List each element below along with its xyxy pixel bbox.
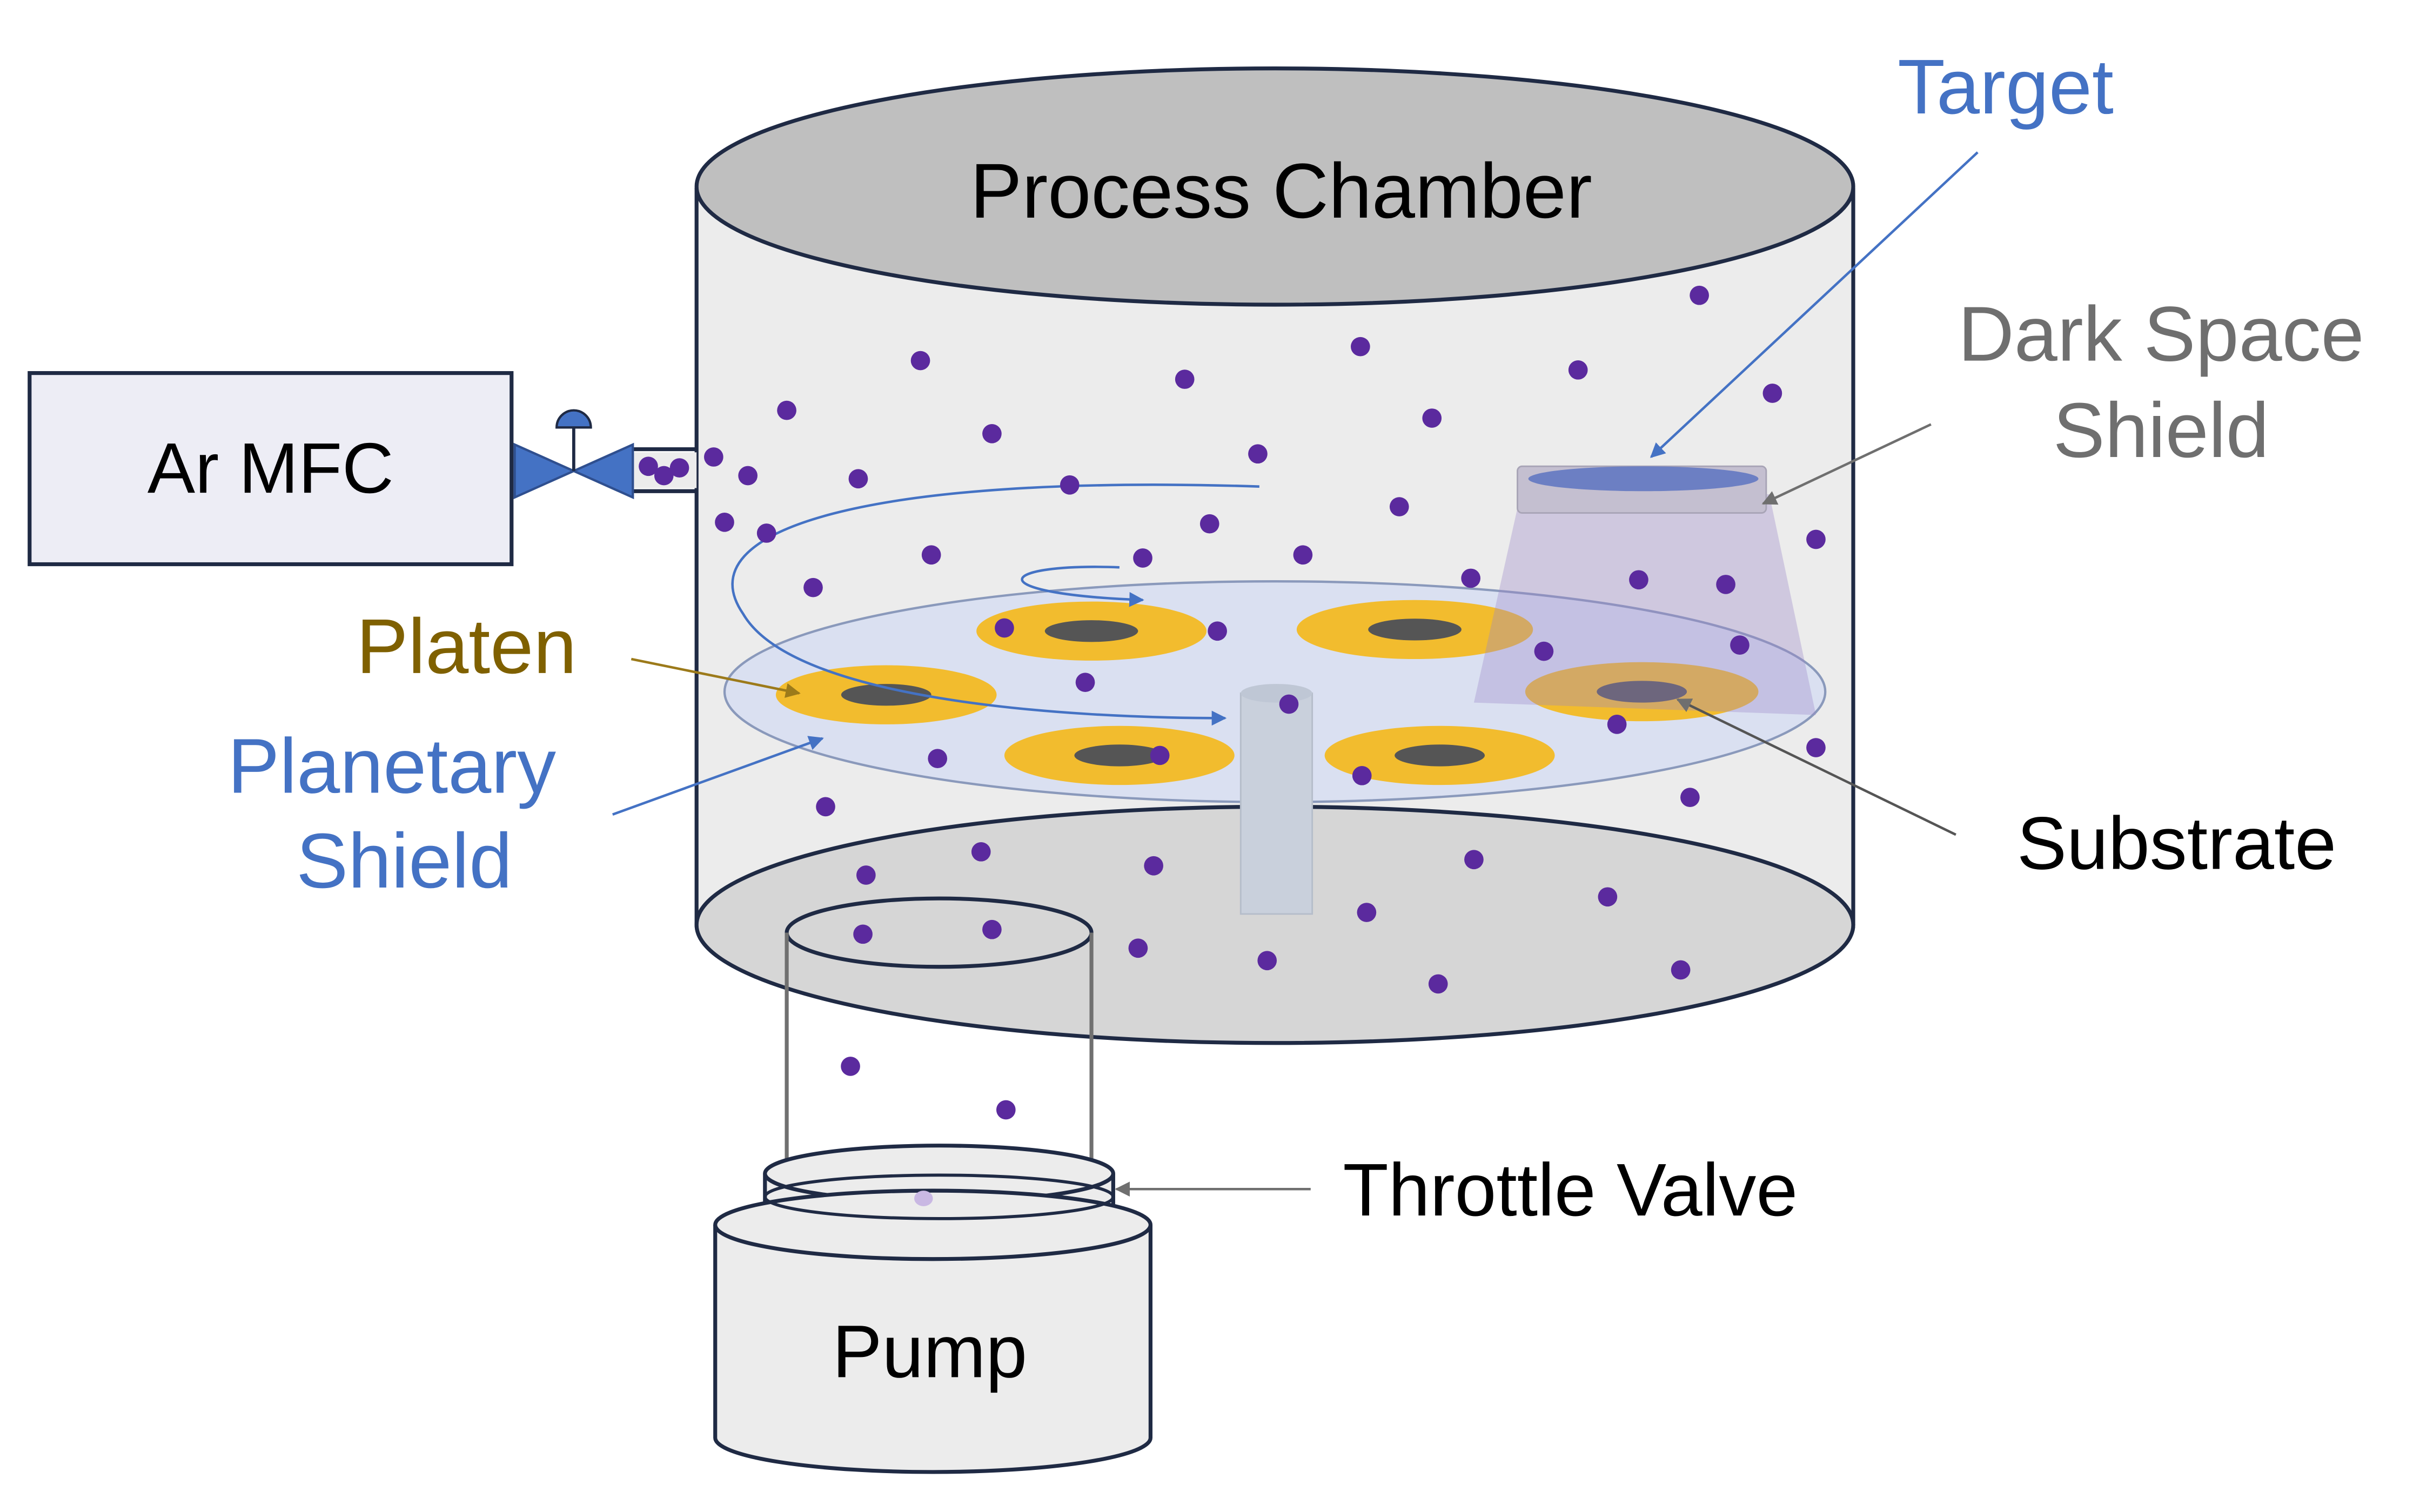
argon-particle	[1716, 575, 1735, 594]
argon-particle	[1133, 548, 1152, 568]
argon-particle	[982, 919, 1002, 939]
argon-particle	[1208, 621, 1227, 641]
argon-particle	[1128, 938, 1148, 958]
pump-label: Pump	[832, 1310, 1027, 1393]
argon-particle	[914, 1191, 933, 1206]
dark-space-shield-leader	[1761, 423, 1932, 505]
exhaust-column	[785, 896, 1094, 1169]
argon-particle	[1257, 951, 1277, 971]
spindle	[1239, 684, 1313, 915]
argon-particle	[995, 618, 1014, 638]
argon-particles	[639, 285, 1826, 1206]
argon-particle	[982, 424, 1002, 443]
argon-particle	[1629, 570, 1648, 590]
argon-particle	[1150, 745, 1170, 765]
target-assembly	[1517, 465, 1767, 514]
argon-particle	[1806, 529, 1826, 549]
argon-particle	[1428, 974, 1448, 994]
argon-particle	[1598, 887, 1618, 907]
argon-particle	[1568, 360, 1588, 380]
argon-particle	[841, 1057, 860, 1076]
target-leader	[1650, 151, 1979, 458]
argon-particle	[1389, 497, 1409, 516]
argon-particle	[1352, 766, 1372, 785]
argon-particle	[1144, 856, 1164, 876]
argon-particle	[1607, 715, 1627, 734]
dark-space-shield-label-line2: Shield	[2053, 387, 2269, 474]
wafer-under-target	[1525, 662, 1759, 722]
rotation-paths	[731, 483, 1259, 726]
argon-particle	[803, 577, 823, 597]
gas-valve-icon	[513, 409, 634, 500]
argon-particle	[1762, 384, 1782, 403]
planetary-shield-label-line2: Shield	[296, 818, 512, 904]
substrate-label: Substrate	[2017, 802, 2336, 885]
wafer	[1004, 725, 1235, 785]
argon-particle	[848, 469, 868, 489]
planetary-shield-label-line1: Planetary	[227, 723, 556, 809]
argon-particle	[1293, 545, 1313, 565]
process-chamber-label: Process Chamber	[970, 148, 1592, 234]
argon-particle	[1680, 788, 1700, 807]
argon-particle	[1351, 337, 1370, 357]
argon-particle	[1461, 568, 1481, 588]
argon-particle	[756, 523, 776, 543]
argon-particle	[639, 456, 658, 476]
argon-particle	[1279, 694, 1299, 714]
argon-particle	[928, 749, 948, 769]
argon-particle	[738, 466, 758, 486]
dark-space-shield-label-line1: Dark Space	[1958, 291, 2364, 378]
argon-particle	[669, 458, 689, 478]
argon-particle	[1357, 903, 1377, 922]
plasma-cone	[1473, 494, 1816, 715]
argon-particle	[777, 400, 796, 420]
target-disk	[1528, 466, 1759, 492]
argon-particle	[715, 512, 734, 532]
argon-particle	[654, 466, 674, 486]
pump: Pump	[713, 1173, 1153, 1474]
argon-particle	[856, 865, 876, 885]
wafer	[1296, 600, 1533, 660]
ar-mfc: Ar MFC	[28, 371, 514, 567]
argon-particle	[1671, 960, 1691, 980]
substrate-leader	[1676, 698, 1956, 836]
argon-particle	[853, 924, 873, 944]
argon-particle	[971, 842, 991, 862]
argon-particle	[1806, 738, 1826, 757]
ar-mfc-label: Ar MFC	[148, 428, 394, 508]
argon-particle	[1690, 285, 1709, 305]
argon-particle	[1730, 635, 1750, 655]
argon-particle	[1075, 673, 1095, 693]
target-label: Target	[1898, 44, 2114, 130]
platen-label: Platen	[356, 603, 577, 690]
throttle-valve-label: Throttle Valve	[1343, 1148, 1798, 1232]
argon-particle	[910, 351, 930, 371]
wafer	[1324, 725, 1555, 785]
platen-leader	[631, 657, 801, 698]
planetary-shield-leader	[612, 736, 824, 816]
argon-particle	[1060, 475, 1080, 495]
argon-particle	[704, 447, 723, 467]
argon-particle	[1422, 408, 1442, 428]
wafer	[775, 665, 997, 724]
argon-particle	[1534, 641, 1554, 661]
wafer	[976, 601, 1207, 661]
argon-particle	[921, 545, 941, 565]
argon-particle	[1248, 444, 1268, 464]
argon-particle	[996, 1100, 1016, 1120]
argon-particle	[1464, 850, 1484, 870]
ar-mfc-box	[28, 371, 514, 567]
argon-particle	[1175, 369, 1195, 389]
argon-particle	[1199, 514, 1219, 534]
chamber-lid	[694, 66, 1855, 307]
argon-particle	[816, 797, 835, 817]
